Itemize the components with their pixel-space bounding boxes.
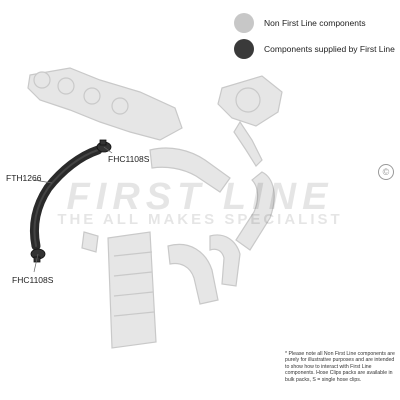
non-first-line-components xyxy=(27,67,283,349)
watermark-tagline: THE ALL MAKES SPECIALIST xyxy=(57,211,343,228)
lower-hose-right xyxy=(209,234,241,287)
intercooler xyxy=(107,231,157,349)
label-clip-bottom: FHC1108S xyxy=(12,275,54,285)
legend-item-first-line: Components supplied by First Line xyxy=(234,38,395,60)
dark-circle-icon xyxy=(234,39,254,59)
intake-manifold xyxy=(27,67,183,141)
label-clip-top: FHC1108S xyxy=(108,154,150,164)
legend-label-first-line: Components supplied by First Line xyxy=(264,44,395,54)
label-hose-code: FTH1266 xyxy=(6,173,42,183)
legend-label-non-first-line: Non First Line components xyxy=(264,18,366,28)
small-pipe xyxy=(81,231,99,253)
callout-lines xyxy=(33,146,113,273)
right-hose xyxy=(235,171,275,251)
legend: Non First Line components Components sup… xyxy=(234,12,395,64)
lower-hose-left xyxy=(167,243,219,305)
disclaimer-note: * Please note all Non First Line compone… xyxy=(285,351,395,383)
light-grey-circle-icon xyxy=(234,13,254,33)
hose-clip-top xyxy=(96,139,112,153)
watermark-brand: FIRST LINE xyxy=(66,176,334,218)
centre-pipe xyxy=(149,147,231,193)
legend-item-non-first-line: Non First Line components xyxy=(234,12,394,34)
copyright-icon: © xyxy=(378,164,394,180)
